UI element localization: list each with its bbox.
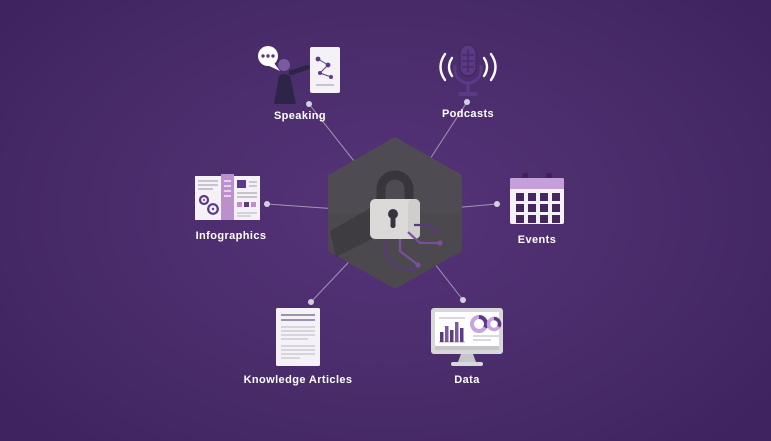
node-label-data: Data bbox=[454, 374, 480, 386]
brochure-icon bbox=[195, 174, 260, 220]
speaking-presenter-icon bbox=[258, 46, 340, 104]
monitor-charts-icon bbox=[431, 308, 503, 366]
bar-chart bbox=[440, 322, 464, 342]
connector-end-dots bbox=[264, 99, 500, 305]
center-hexagon bbox=[328, 137, 462, 289]
node-knowledge-articles: Knowledge Articles bbox=[242, 306, 354, 386]
node-label-podcasts: Podcasts bbox=[441, 108, 495, 120]
calendar-icon bbox=[510, 173, 564, 224]
node-data: Data bbox=[427, 306, 507, 386]
node-speaking: Speaking bbox=[250, 44, 350, 122]
microphone-icon bbox=[439, 44, 497, 96]
node-label-infographics: Infographics bbox=[195, 230, 267, 242]
circuit-traces bbox=[384, 223, 443, 272]
donut-charts bbox=[470, 314, 502, 333]
node-events: Events bbox=[506, 172, 568, 246]
node-label-events: Events bbox=[517, 234, 557, 246]
node-label-knowledge-articles: Knowledge Articles bbox=[243, 374, 353, 386]
padlock-circuit-icon bbox=[328, 137, 462, 289]
article-document-icon bbox=[276, 308, 320, 366]
calendar-grid bbox=[516, 193, 560, 223]
node-label-speaking: Speaking bbox=[273, 110, 327, 122]
node-podcasts: Podcasts bbox=[422, 42, 514, 120]
node-infographics: Infographics bbox=[193, 172, 269, 242]
